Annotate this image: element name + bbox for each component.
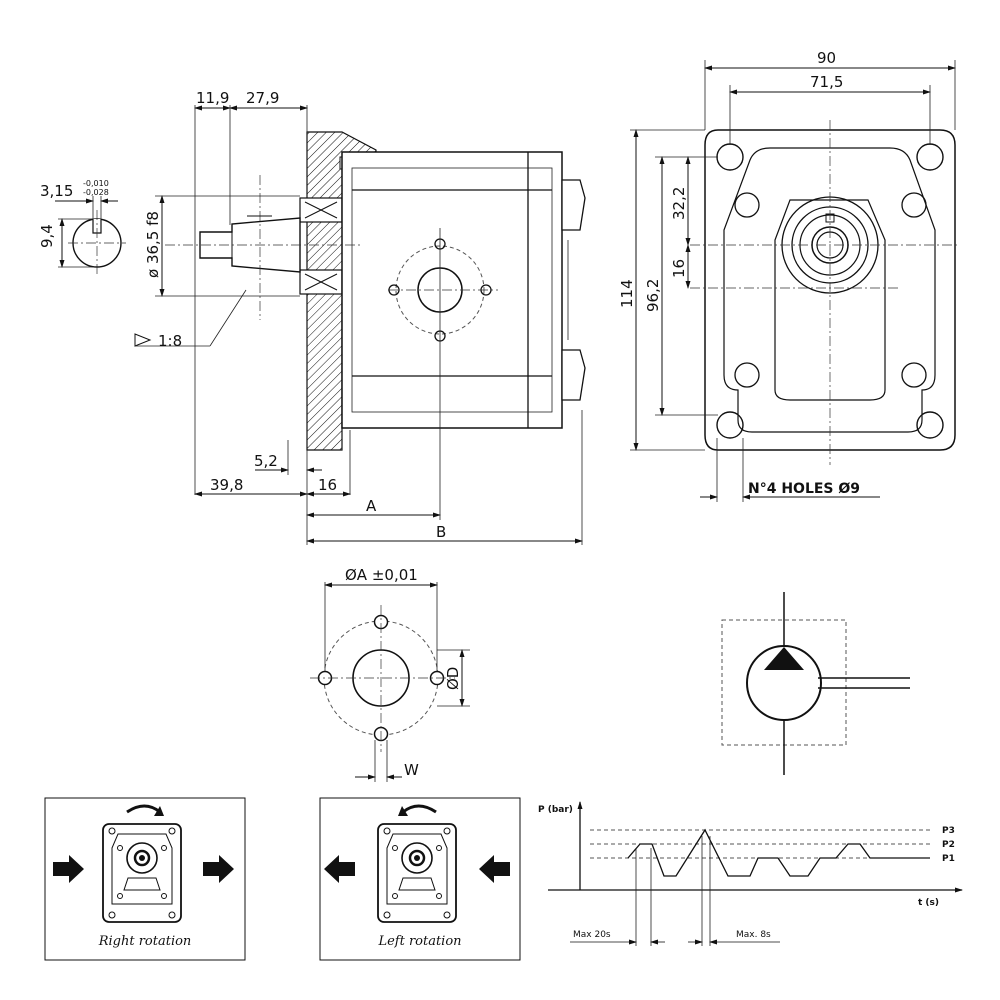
- dim-phiA: ØA ±0,01: [345, 566, 418, 584]
- dim-B: B: [436, 523, 446, 541]
- max-8s-label: Max. 8s: [736, 930, 771, 940]
- dim-90: 90: [817, 49, 836, 67]
- max-20s-label: Max 20s: [573, 930, 611, 940]
- taper-label: 1:8: [158, 332, 182, 350]
- port-detail: ØA ±0,01 ØD W: [310, 566, 470, 782]
- level-p2: P2: [942, 840, 955, 850]
- holes-note: N°4 HOLES Ø9: [748, 481, 860, 497]
- level-p1: P1: [942, 854, 955, 864]
- pressure-curve: [627, 828, 930, 877]
- dim-96-2: 96,2: [644, 279, 662, 312]
- dim-A: A: [366, 497, 377, 515]
- dim-W: W: [404, 761, 419, 779]
- dim-71-5: 71,5: [810, 73, 843, 91]
- front-view: 90 71,5 114 96,2 32,2 16 N°4 HOLES Ø9: [618, 49, 960, 502]
- arrow-in-left-icon: [479, 855, 510, 883]
- dim-diameter: ø 36,5 f8: [144, 211, 162, 278]
- flow-triangle: [764, 647, 804, 670]
- pump-symbol: [721, 592, 910, 775]
- dim-11-9: 11,9: [196, 89, 229, 107]
- tol-upper: -0,010: [83, 179, 109, 188]
- level-p3: P3: [942, 826, 955, 836]
- arrow-in-icon: [53, 855, 84, 883]
- dim-32-2: 32,2: [670, 187, 688, 220]
- dim-114: 114: [618, 279, 636, 308]
- rotation-left-panel: Left rotation: [319, 797, 521, 961]
- side-view: 11,9 27,9 5,2 39,8 16 A B ø 36,5 f8 1:8: [134, 89, 586, 545]
- dim-5-2: 5,2: [254, 452, 278, 470]
- dim-16-front: 16: [670, 259, 688, 278]
- right-rotation-label: Right rotation: [98, 934, 192, 949]
- rotation-arrow-cw-icon: [154, 806, 164, 816]
- arrow-out-left-icon: [324, 855, 355, 883]
- tol-lower: -0,028: [83, 188, 109, 197]
- dim-9-4: 9,4: [38, 224, 56, 248]
- arrow-out-icon: [203, 855, 234, 883]
- dim-27-9: 27,9: [246, 89, 279, 107]
- dim-3-15: 3,15: [40, 182, 73, 200]
- pressure-chart: P (bar) t (s) P3 P2 P1 Max 20s Max. 8s: [538, 801, 963, 946]
- dim-16: 16: [318, 476, 337, 494]
- key-section: 3,15 -0,010 -0,028 9,4: [38, 179, 126, 275]
- x-axis-label: t (s): [918, 898, 939, 908]
- rotation-right-panel: Right rotation: [44, 797, 246, 961]
- dim-phiD: ØD: [444, 667, 462, 690]
- y-axis-label: P (bar): [538, 805, 573, 815]
- left-rotation-label: Left rotation: [377, 934, 461, 949]
- dim-39-8: 39,8: [210, 476, 243, 494]
- rotation-arrow-ccw-icon: [398, 806, 408, 816]
